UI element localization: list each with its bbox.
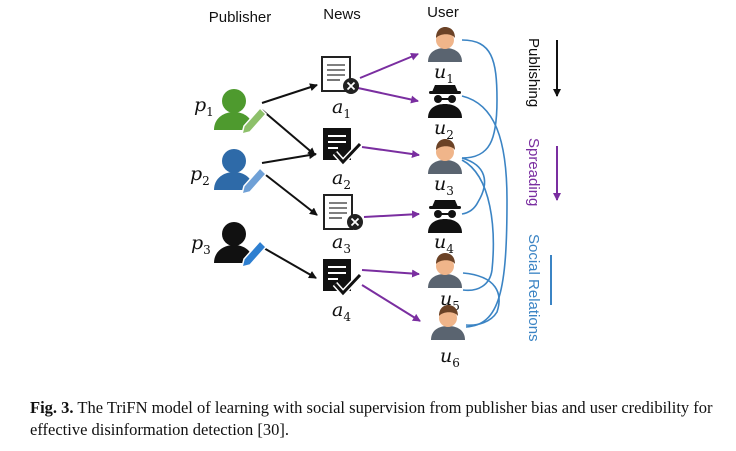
edge-a4-u5 (361, 269, 420, 278)
user-avatar-icon (428, 139, 462, 174)
figure-caption: Fig. 3. The TriFN model of learning with… (30, 397, 720, 441)
publisher-index: 1 (206, 105, 214, 119)
person-with-pen-icon (214, 149, 268, 196)
svg-text:a1: a1 (332, 96, 351, 121)
user-letter: u (434, 117, 446, 139)
publisher-p1: p1 (194, 89, 268, 136)
user-index: 2 (446, 128, 454, 142)
person-with-pen-icon (214, 222, 268, 269)
spy-avatar-icon (428, 85, 462, 118)
user-u6: u6 (431, 305, 465, 370)
news-index: 2 (343, 178, 351, 192)
news-letter: a (332, 96, 343, 118)
user-u4: u4 (428, 200, 462, 256)
social-relations (461, 39, 508, 328)
edge-a1-u2 (357, 87, 419, 104)
user-u3: u3 (428, 139, 462, 198)
edge-p3-a4 (261, 246, 317, 279)
edge-a2-u3 (361, 146, 420, 158)
svg-text:p2: p2 (190, 163, 210, 188)
user-index: 6 (452, 356, 460, 370)
user-index: 4 (446, 242, 454, 256)
user-avatar-icon (428, 27, 462, 62)
news-letter: a (332, 231, 343, 253)
publishing-edges (261, 83, 318, 279)
social-edge-u2-u6 (461, 95, 508, 328)
svg-text:u2: u2 (434, 117, 454, 142)
user-letter: u (434, 173, 446, 195)
document-check-icon (323, 128, 363, 167)
edge-a4-u6 (361, 284, 421, 322)
social-edge-u3-u5 (461, 159, 495, 292)
document-x-icon (323, 194, 363, 230)
user-u5: u5 (428, 253, 462, 313)
header-news: News (323, 6, 361, 23)
caption-text: The TriFN model of learning with social … (30, 398, 713, 439)
user-letter: u (434, 231, 446, 253)
svg-text:u4: u4 (434, 231, 454, 256)
user-index: 3 (446, 184, 454, 198)
publisher-index: 3 (203, 243, 211, 257)
svg-text:a2: a2 (332, 167, 351, 192)
legend-publishing-label: Publishing (525, 38, 542, 107)
header-user: User (427, 4, 459, 21)
edge-p2-a3 (261, 171, 318, 216)
svg-text:p3: p3 (191, 232, 211, 257)
news-letter: a (332, 167, 343, 189)
news-index: 4 (343, 310, 351, 324)
user-avatar-icon (428, 253, 462, 288)
publisher-letter: p (191, 232, 203, 254)
edge-p2-a2 (261, 151, 317, 164)
publisher-p2: p2 (190, 149, 268, 196)
document-x-icon (321, 56, 359, 94)
user-avatar-icon (431, 305, 465, 340)
news-a2: a2 (323, 128, 363, 192)
legend-social-label: Social Relations (525, 234, 542, 342)
caption-label: Fig. 3. (30, 398, 74, 417)
legend: Publishing Spreading Social Relations (525, 38, 561, 342)
svg-text:u6: u6 (440, 345, 460, 370)
publisher-p3: p3 (191, 222, 268, 269)
user-index: 1 (446, 72, 454, 86)
svg-text:p1: p1 (194, 94, 214, 119)
news-a4: a4 (323, 259, 363, 324)
user-letter: u (440, 288, 452, 310)
edge-p1-a1 (261, 83, 318, 104)
user-u2: u2 (428, 85, 462, 142)
legend-spreading-label: Spreading (525, 138, 542, 206)
spreading-edges (357, 52, 421, 322)
user-letter: u (434, 61, 446, 83)
spy-avatar-icon (428, 200, 462, 233)
news-index: 3 (343, 242, 351, 256)
news-a1: a1 (321, 56, 359, 121)
publisher-letter: p (190, 163, 202, 185)
social-edge-u5-u6 (462, 272, 500, 326)
user-letter: u (440, 345, 452, 367)
svg-text:u1: u1 (434, 61, 454, 86)
edge-a1-u1 (359, 52, 419, 79)
person-with-pen-icon (214, 89, 268, 136)
svg-text:a3: a3 (332, 231, 351, 256)
user-index: 5 (452, 299, 460, 313)
svg-text:a4: a4 (332, 299, 351, 324)
publisher-letter: p (194, 94, 206, 116)
svg-text:u3: u3 (434, 173, 454, 198)
news-a3: a3 (323, 194, 363, 256)
news-letter: a (332, 299, 343, 321)
social-edge-u1-u3 (461, 39, 498, 159)
user-u1: u1 (428, 27, 462, 86)
edge-p1-a2 (261, 109, 316, 156)
social-edge-u3-u4 (461, 157, 486, 215)
header-publisher: Publisher (209, 9, 272, 26)
publisher-index: 2 (202, 174, 210, 188)
svg-text:u5: u5 (440, 288, 460, 313)
edge-a3-u4 (363, 210, 420, 219)
news-index: 1 (343, 107, 351, 121)
document-check-icon (323, 259, 363, 298)
